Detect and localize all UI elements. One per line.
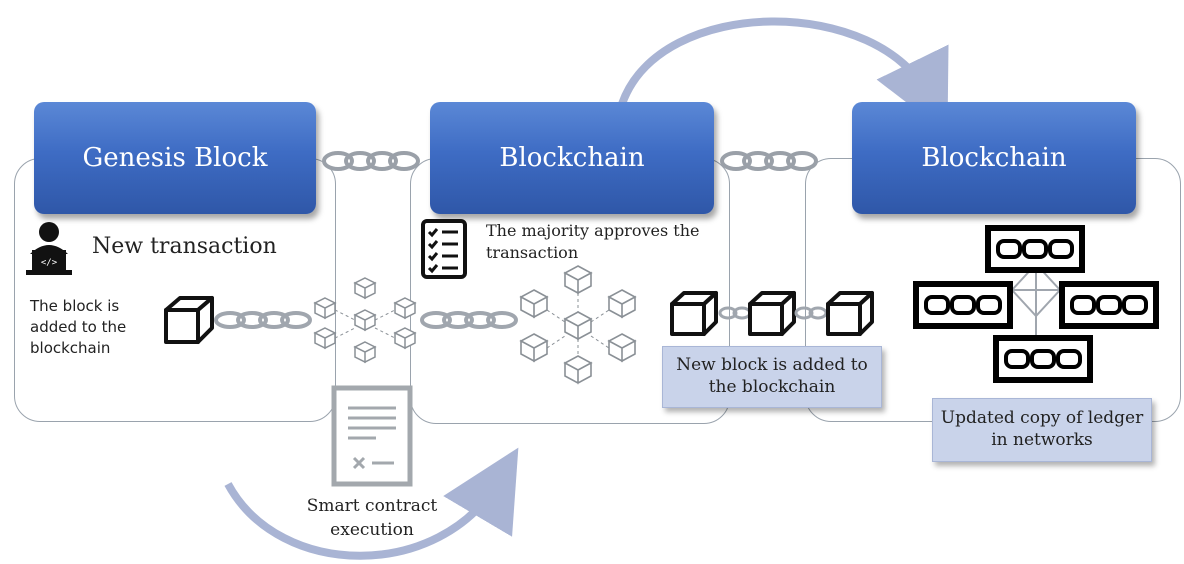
chain-link-icon (720, 151, 818, 171)
majority-approves-label: The majority approves the transaction (486, 221, 700, 262)
new-transaction-label: New transaction (92, 234, 277, 259)
chain-link-icon (420, 311, 518, 329)
genesis-block-header: Genesis Block (34, 102, 316, 214)
contract-document-icon (331, 385, 413, 487)
chain-link-icon (214, 311, 312, 329)
checklist-icon (421, 219, 467, 279)
top-curved-arrow (618, 17, 949, 134)
block-network-icon (519, 265, 637, 385)
cube-icon (826, 291, 874, 336)
cube-icon (164, 296, 214, 344)
smart-contract-label: Smart contract execution (306, 496, 438, 540)
blockchain-header-middle: Blockchain (430, 102, 714, 214)
ledger-network-icon (913, 225, 1159, 383)
chain-link-icon (794, 306, 828, 320)
user-laptop-icon: </> (26, 222, 72, 275)
cube-icon (748, 291, 796, 336)
chain-link-icon (322, 151, 420, 171)
updated-copy-callout: Updated copy of ledger in networks (932, 398, 1152, 462)
cube-icon (670, 291, 718, 336)
blockchain-header-right: Blockchain (852, 102, 1136, 214)
new-block-added-callout: New block is added to the blockchain (662, 346, 882, 408)
block-added-label: The block is added to the blockchain (30, 297, 127, 357)
block-network-icon (313, 277, 417, 364)
bottom-curved-arrow (224, 447, 519, 560)
svg-text:</>: </> (41, 258, 58, 268)
